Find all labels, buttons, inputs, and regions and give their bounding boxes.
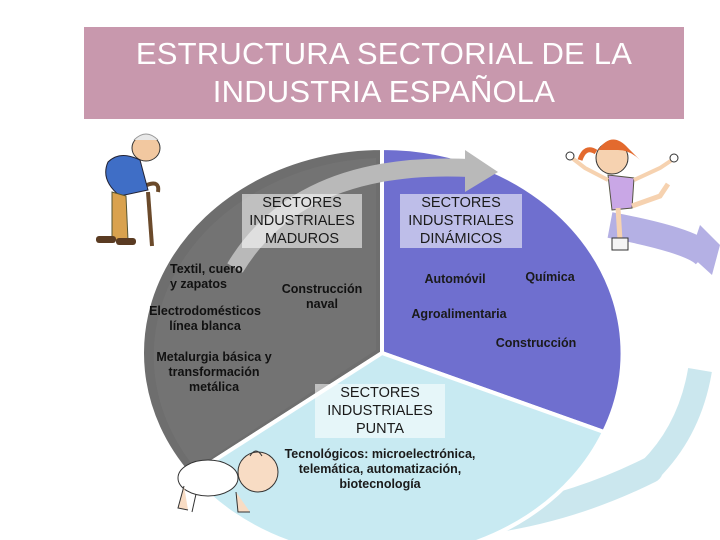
item-quimica: Química — [525, 270, 575, 284]
item-construccion-naval: Construcción naval — [281, 282, 363, 311]
page-title: ESTRUCTURA SECTORIAL DE LA INDUSTRIA ESP… — [135, 36, 633, 109]
crawling-baby-figure — [177, 450, 279, 513]
item-agroalimentaria: Agroalimentaria — [411, 307, 507, 321]
cycle-arrow-right-lower — [641, 367, 712, 479]
transition-arrowhead — [465, 150, 498, 192]
sector-punta — [186, 350, 607, 540]
item-automovil: Automóvil — [424, 272, 486, 286]
sector-punta-title: SECTORES INDUSTRIALES PUNTA — [315, 384, 445, 438]
sector-dinamicos-title: SECTORES INDUSTRIALES DINÁMICOS — [400, 194, 522, 248]
title-band: ESTRUCTURA SECTORIAL DE LA INDUSTRIA ESP… — [84, 27, 684, 119]
item-electrodomesticos: Electrodomésticos línea blanca — [149, 304, 261, 333]
elderly-man-figure — [96, 133, 161, 247]
cycle-arrowhead-right — [690, 225, 720, 275]
item-metalurgia: Metalurgia básica y transformación metál… — [156, 350, 272, 394]
item-construccion: Construcción — [495, 336, 577, 350]
skater-girl-figure — [565, 139, 679, 251]
item-textil: Textil, cuero y zapatos — [170, 262, 243, 291]
item-tecnologicos: Tecnológicos: microelectrónica, telemáti… — [284, 447, 476, 491]
sector-maduros-title: SECTORES INDUSTRIALES MADUROS — [242, 194, 362, 248]
